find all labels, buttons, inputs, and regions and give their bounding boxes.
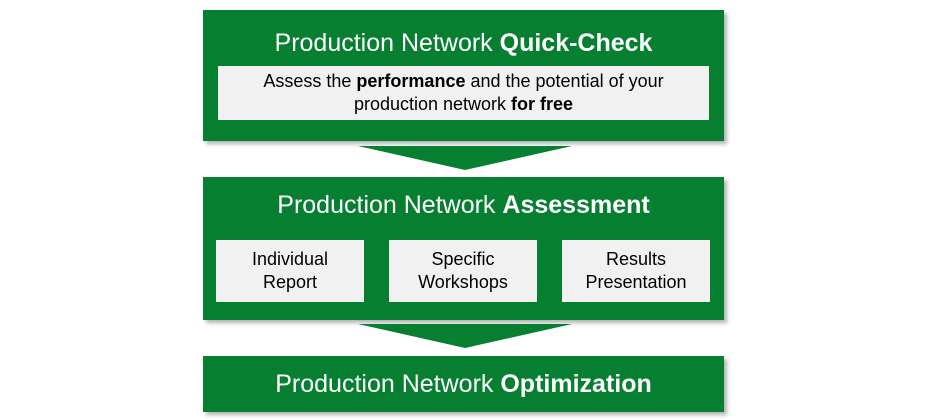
panel-specific-workshops[interactable]: Specific Workshops xyxy=(389,240,537,302)
stage-optimization-title: Production Network Optimization xyxy=(203,370,724,399)
panel-results-presentation-line2: Presentation xyxy=(585,272,687,292)
stage-assessment-title-bold: Assessment xyxy=(502,191,650,219)
stage-optimization[interactable]: Production Network Optimization xyxy=(203,356,724,412)
stage-optimization-title-regular: Production Network xyxy=(275,370,501,398)
panel-specific-workshops-line2: Workshops xyxy=(418,272,508,292)
stage-quick-check-title-bold: Quick-Check xyxy=(499,29,653,57)
panel-individual-report-line2: Report xyxy=(262,272,318,292)
stage-assessment[interactable]: Production Network Assessment Individual… xyxy=(203,177,724,320)
panel-assess-line2-b: for free xyxy=(511,94,574,114)
panel-individual-report-line1: Individual xyxy=(251,248,329,269)
stage-optimization-title-bold: Optimization xyxy=(500,370,652,398)
panel-assess-line1-c: and the potential of your xyxy=(465,70,664,91)
panel-individual-report[interactable]: Individual Report xyxy=(216,240,364,302)
panel-assess-line1-b: performance xyxy=(356,70,466,91)
stage-quick-check[interactable]: Production Network Quick-Check Assess th… xyxy=(203,10,724,141)
panel-assess-line1-a: Assess the xyxy=(263,70,357,91)
panel-assess-description: Assess the performance and the potential… xyxy=(218,66,709,120)
panel-specific-workshops-text: Specific Workshops xyxy=(418,248,508,295)
panel-assess-line2-a: production network xyxy=(353,94,512,114)
down-arrow-icon-2 xyxy=(358,324,572,348)
down-arrow-icon-1 xyxy=(358,146,572,170)
panel-specific-workshops-line1: Specific xyxy=(431,248,495,269)
panel-individual-report-text: Individual Report xyxy=(252,248,328,295)
panel-assess-text: Assess the performance and the potential… xyxy=(263,70,663,117)
stage-assessment-title: Production Network Assessment xyxy=(203,191,724,220)
panel-results-presentation[interactable]: Results Presentation xyxy=(562,240,710,302)
stage-quick-check-title: Production Network Quick-Check xyxy=(203,29,724,58)
panel-results-presentation-text: Results Presentation xyxy=(585,248,686,295)
stage-assessment-title-regular: Production Network xyxy=(277,191,503,219)
stage-quick-check-title-regular: Production Network xyxy=(274,29,500,57)
panel-results-presentation-line1: Results xyxy=(605,248,666,269)
